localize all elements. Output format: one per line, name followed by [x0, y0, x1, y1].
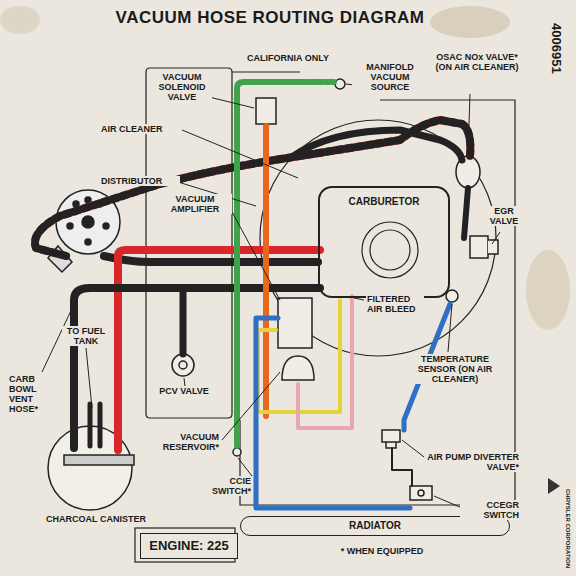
outline: [135, 68, 515, 562]
vacuum-hose: [118, 250, 320, 450]
vacuum-hose: [237, 82, 318, 446]
vacuum-hose: [74, 288, 320, 448]
vacuum-hose: [290, 130, 462, 160]
outline: [370, 230, 410, 270]
stain: [0, 6, 570, 330]
leader-line: [468, 94, 470, 154]
valve-symbols: [382, 430, 400, 448]
charcoal-canister: [64, 455, 134, 465]
stain: [0, 6, 40, 34]
vacuum-hose: [298, 296, 352, 428]
leader-line: [238, 458, 252, 476]
valve-symbols: [410, 486, 432, 500]
vacuum-hose: [35, 120, 470, 256]
part-label: TO FUEL TANK: [62, 326, 110, 346]
diagram-title: VACUUM HOSE ROUTING DIAGRAM: [70, 8, 470, 28]
chrysler-logo: [548, 478, 560, 494]
part-label: AIR PUMP DIVERTER VALVE*: [424, 452, 520, 472]
leader-line: [492, 232, 500, 244]
part-number: CHRYSLER CORPORATION: [564, 488, 572, 569]
part-label: FILTERED AIR BLEED: [366, 294, 424, 314]
vacuum-hose: [392, 448, 412, 486]
part-label: VACUUM AMPLIFIER: [158, 194, 232, 214]
valve-symbols: [179, 361, 187, 369]
chrysler-logo: [548, 478, 560, 494]
part-label: CHARCOAL CANISTER: [36, 514, 156, 524]
distributor: [103, 223, 109, 229]
leader-line: [86, 348, 92, 408]
part-label: CARB BOWL VENT HOSE*: [8, 374, 56, 414]
part-label: CCIE SWITCH*: [202, 476, 252, 496]
node-label: RADIATOR: [241, 520, 509, 532]
valve-symbols: [418, 490, 424, 496]
vacuum-hose: [464, 188, 468, 238]
part-label: PCV VALVE: [156, 386, 212, 396]
carburetor: CARBURETOR: [318, 186, 450, 298]
valve-symbols: [256, 98, 276, 124]
vacuum-hose: [256, 318, 410, 508]
distributor: [82, 216, 94, 228]
engine-box: ENGINE: 225: [140, 533, 238, 559]
vacuum-hose: [90, 404, 100, 446]
part-label: * WHEN EQUIPPED: [330, 546, 434, 556]
node-label: CARBURETOR: [320, 196, 448, 208]
stain: [430, 6, 510, 38]
part-number: 4006951: [549, 22, 564, 75]
valve-symbols: [233, 448, 241, 456]
leader-line: [232, 212, 280, 300]
part-label: CCEGR SWITCH: [460, 500, 520, 520]
part-label: TEMPERATURE SENSOR (ON AIR CLEANER): [412, 354, 498, 384]
leader-line: [42, 84, 500, 508]
leader-line: [222, 372, 280, 440]
vacuum-hose: [35, 120, 470, 256]
distributor: [67, 223, 73, 229]
valve-symbols: [282, 356, 314, 380]
distributor: [85, 239, 91, 245]
valve-symbols: [470, 236, 488, 258]
valve-symbols: [278, 298, 312, 348]
part-label: CALIFORNIA ONLY: [238, 53, 338, 63]
vacuum-hose: [318, 79, 334, 85]
leader-line: [448, 304, 452, 352]
outline: [260, 120, 496, 356]
node-label: ENGINE: 225: [141, 539, 237, 554]
leader-line: [434, 496, 462, 508]
vacuum-hose: [180, 288, 187, 354]
part-label: VACUUM SOLENOID VALVE: [152, 72, 212, 102]
leader-line: [205, 96, 254, 108]
outline: [146, 68, 232, 418]
vacuum-hose: [104, 256, 318, 262]
part-label: AIR CLEANER: [100, 124, 180, 134]
valve-symbols: [446, 290, 458, 302]
vacuum-hose: [35, 82, 470, 508]
leader-line: [182, 130, 298, 178]
distributor: [85, 197, 91, 203]
part-label: EGR VALVE: [484, 206, 524, 226]
part-label: OSAC NOx VALVE* (ON AIR CLEANER): [434, 52, 520, 72]
leader-line: [354, 298, 364, 300]
outline: [362, 222, 418, 278]
stain: [526, 250, 570, 330]
part-label: DISTRIBUTOR: [100, 176, 180, 186]
part-label: VACUUM RESERVOIR*: [146, 432, 220, 452]
part-label: MANIFOLD VACUUM SOURCE: [352, 62, 428, 92]
